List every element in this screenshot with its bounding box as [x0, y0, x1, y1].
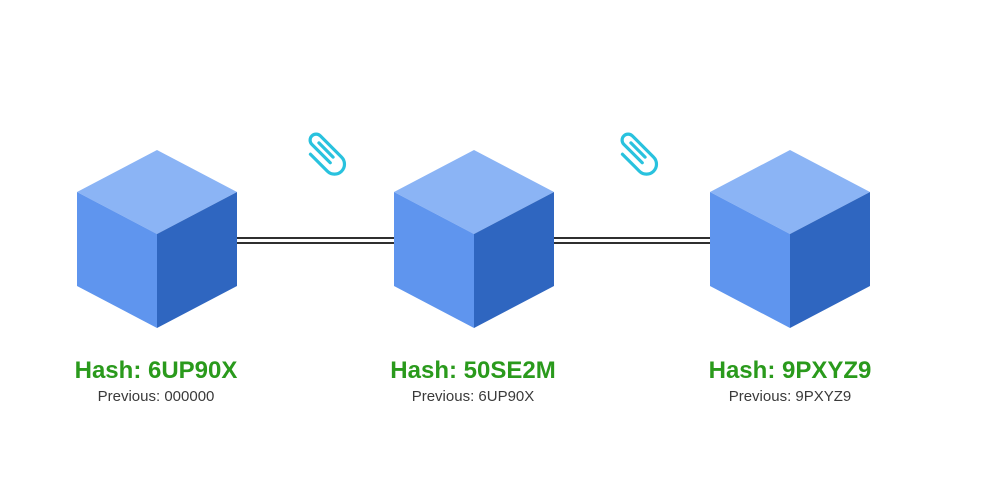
block-2-cube-icon [394, 150, 554, 328]
chain-link-line [550, 237, 715, 244]
block-2-caption: Hash: 50SE2M Previous: 6UP90X [353, 356, 593, 408]
block-1-caption: Hash: 6UP90X Previous: 000000 [36, 356, 276, 408]
block-2-hash: Hash: 50SE2M [390, 357, 556, 384]
paperclip-icon [620, 132, 659, 176]
block-1-previous: Previous: 000000 [97, 388, 215, 405]
block-1-cube-icon [77, 150, 237, 328]
block-2-previous: Previous: 6UP90X [411, 388, 535, 405]
block-3-hash: Hash: 9PXYZ9 [708, 357, 872, 384]
block-3-previous: Previous: 9PXYZ9 [728, 388, 852, 405]
paperclip-icon [308, 132, 347, 176]
block-1-hash: Hash: 6UP90X [74, 357, 238, 384]
block-3-caption: Hash: 9PXYZ9 Previous: 9PXYZ9 [670, 356, 910, 408]
chain-link-line [233, 237, 398, 244]
block-3-cube-icon [710, 150, 870, 328]
